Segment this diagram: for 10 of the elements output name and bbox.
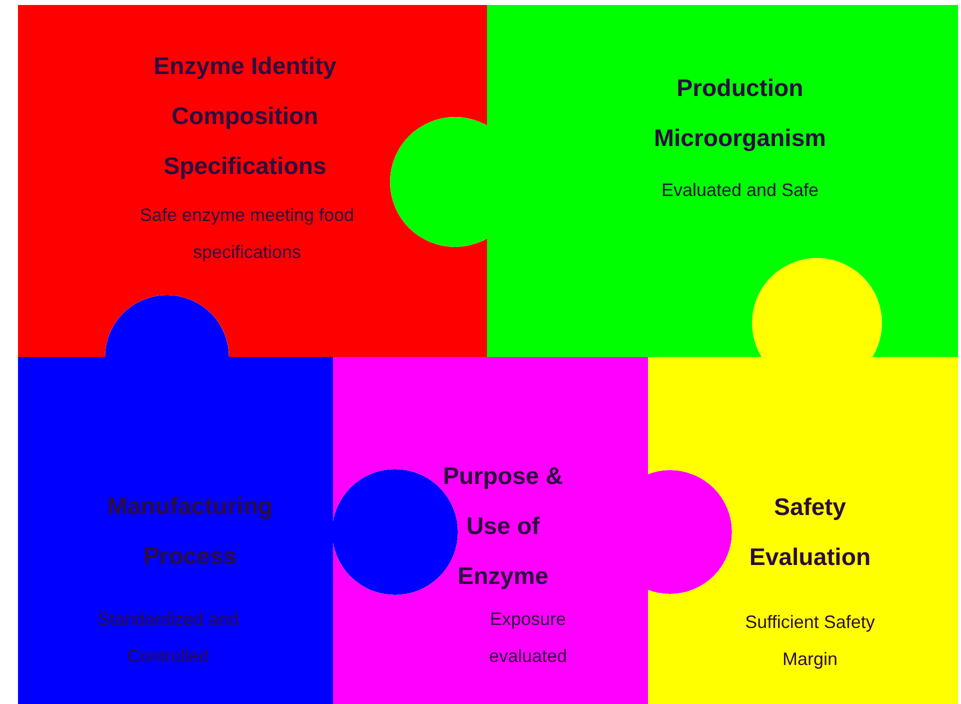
piece-description: Evaluated and Safe xyxy=(660,179,820,202)
piece-description: Exposure evaluated xyxy=(488,608,568,668)
piece-heading: Enzyme Identity Composition Specifications xyxy=(152,52,338,182)
piece-description: Safe enzyme meeting food specifications xyxy=(138,204,356,264)
piece-heading: Purpose & Use of Enzyme xyxy=(442,462,564,592)
piece-heading: Safety Evaluation xyxy=(748,493,872,573)
piece-heading: Manufacturing Process xyxy=(106,492,274,572)
piece-description: Sufficient Safety Margin xyxy=(744,611,876,671)
piece-heading: Production Microorganism xyxy=(652,74,828,154)
piece-description: Standardized and Controlled xyxy=(96,608,240,668)
